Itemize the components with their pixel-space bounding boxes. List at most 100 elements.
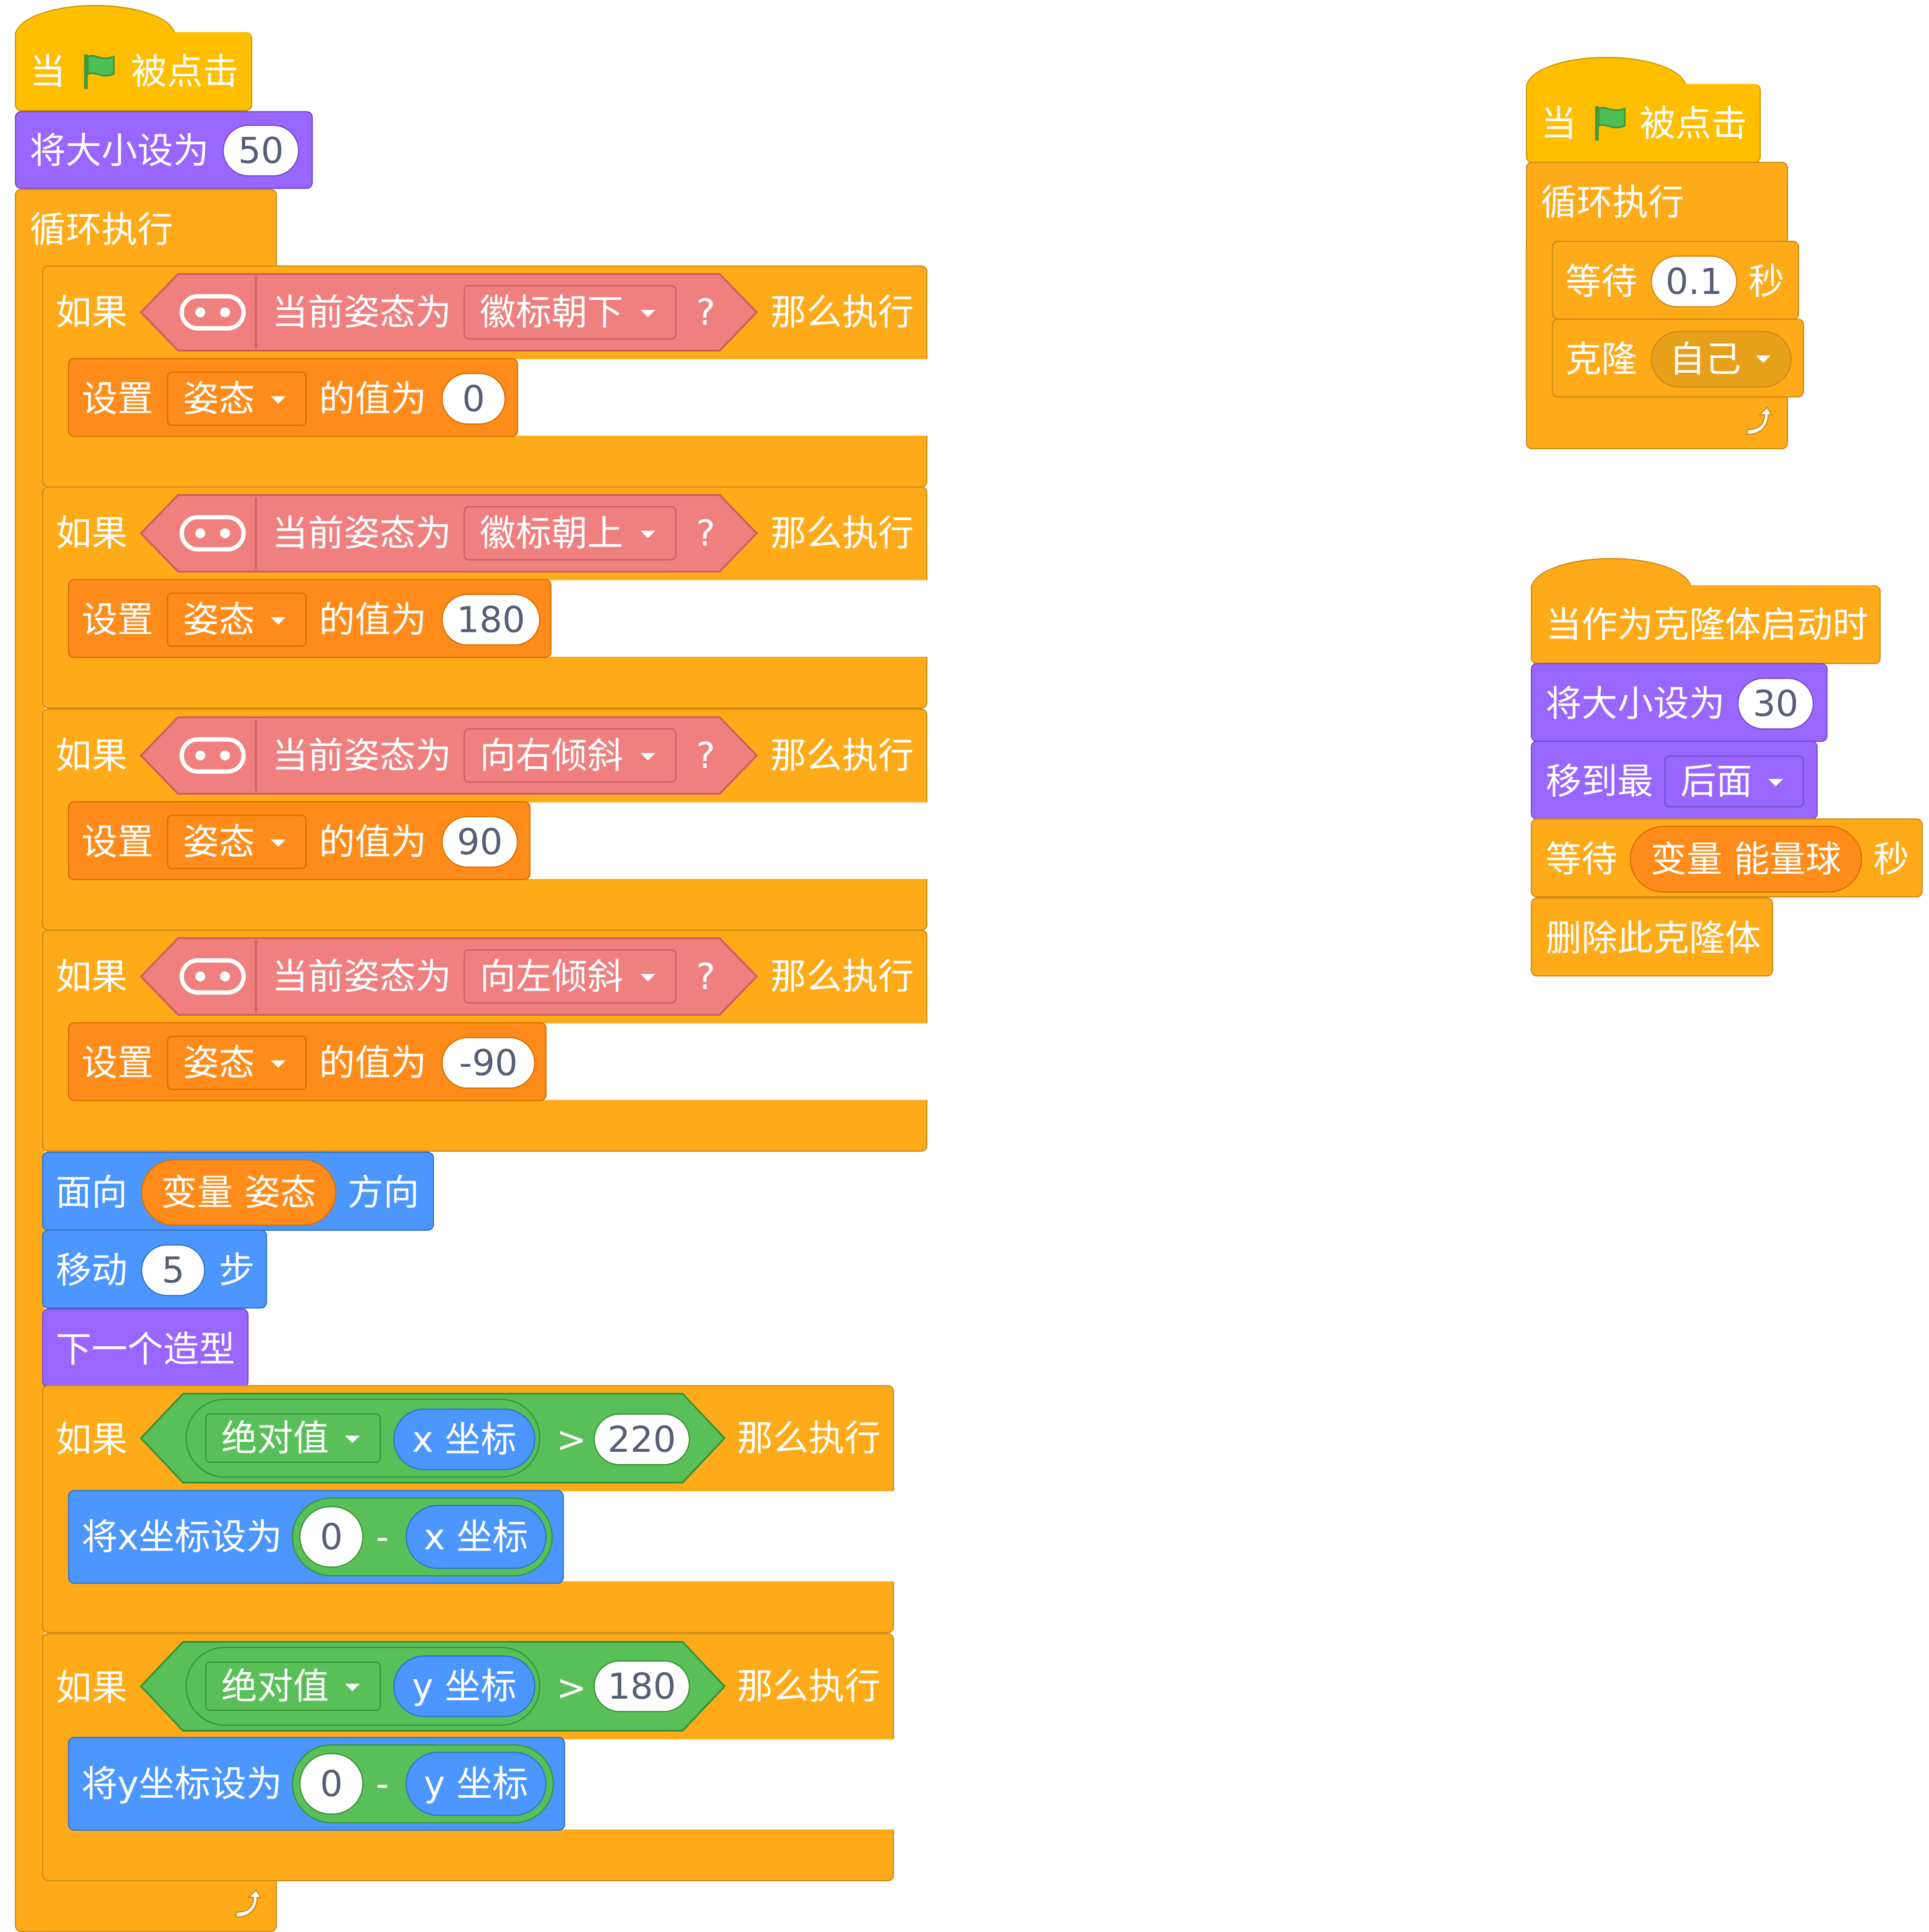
variable-dropdown[interactable]: 姿态 bbox=[167, 1035, 307, 1090]
x-position-reporter[interactable]: x 坐标 bbox=[393, 1409, 536, 1470]
x-limit-input[interactable]: 220 bbox=[593, 1413, 690, 1465]
when-start-as-clone-block[interactable]: 当作为克隆体启动时 bbox=[1531, 585, 1881, 664]
forever-loop-bottom[interactable] bbox=[14, 1880, 277, 1932]
x-position-reporter-inner[interactable]: x 坐标 bbox=[405, 1505, 547, 1569]
move-steps-block[interactable]: 移动 5 步 bbox=[42, 1229, 267, 1309]
if-gesture-arm[interactable] bbox=[42, 577, 72, 660]
abs-function-dropdown[interactable]: 绝对值 bbox=[205, 1413, 381, 1463]
abs-function-label: 绝对值 bbox=[221, 1664, 329, 1707]
layer-dropdown[interactable]: 后面 bbox=[1664, 755, 1804, 808]
y-limit-input[interactable]: 180 bbox=[593, 1660, 690, 1712]
y-position-reporter-inner[interactable]: y 坐标 bbox=[405, 1751, 547, 1816]
variable-value-input[interactable]: 180 bbox=[441, 594, 540, 646]
variable-value-input[interactable]: -90 bbox=[441, 1037, 536, 1089]
when-flag-clicked-block[interactable]: 当 被点击 bbox=[14, 32, 252, 111]
if-gesture-bottom[interactable] bbox=[42, 879, 928, 931]
variable-dropdown[interactable]: 姿态 bbox=[167, 815, 307, 869]
hat-clicked-label: 被点击 bbox=[131, 50, 239, 93]
size-value-input[interactable]: 50 bbox=[222, 124, 299, 177]
variable-energy-ball-reporter[interactable]: 变量 能量球 bbox=[1630, 826, 1862, 893]
set-x-block[interactable]: 将x坐标设为 0 - x 坐标 bbox=[68, 1490, 564, 1584]
wait-block[interactable]: 等待 变量 能量球 秒 bbox=[1531, 818, 1923, 898]
subtract-zero-input[interactable]: 0 bbox=[299, 1753, 364, 1815]
move-suffix: 步 bbox=[219, 1249, 255, 1291]
greater-than-symbol: > bbox=[556, 1666, 587, 1709]
if-gesture-bottom[interactable] bbox=[42, 436, 928, 488]
dropdown-caret-icon bbox=[640, 974, 656, 981]
set-variable-block[interactable]: 设置姿态的值为-90 bbox=[68, 1022, 547, 1101]
gesture-option-dropdown[interactable]: 向左倾斜 bbox=[463, 949, 677, 1004]
if-gesture-bottom[interactable] bbox=[42, 657, 928, 709]
move-steps-input[interactable]: 5 bbox=[141, 1244, 205, 1296]
set-size-block[interactable]: 将大小设为 50 bbox=[14, 111, 313, 189]
if-gesture-bottom[interactable] bbox=[42, 1100, 928, 1152]
next-costume-label: 下一个造型 bbox=[55, 1328, 235, 1371]
if-edge-y-arm[interactable] bbox=[42, 1737, 72, 1833]
dropdown-caret-icon bbox=[270, 839, 286, 847]
forever-loop-arm[interactable] bbox=[14, 264, 45, 1884]
forever-loop-top[interactable]: 循环执行 bbox=[1526, 162, 1788, 243]
gesture-option-dropdown[interactable]: 徽标朝上 bbox=[463, 506, 677, 561]
forever-loop-arm[interactable] bbox=[1526, 239, 1556, 400]
set-size-block[interactable]: 将大小设为 30 bbox=[1531, 663, 1828, 742]
subtract-zero-input[interactable]: 0 bbox=[299, 1506, 364, 1568]
variable-dropdown[interactable]: 姿态 bbox=[167, 371, 307, 426]
gesture-option-dropdown[interactable]: 向右倾斜 bbox=[463, 728, 677, 783]
dropdown-caret-icon bbox=[345, 1683, 360, 1691]
when-flag-clicked-block[interactable]: 当 被点击 bbox=[1526, 84, 1761, 163]
wait-block[interactable]: 等待 0.1 秒 bbox=[1552, 240, 1799, 320]
minus-symbol: - bbox=[376, 1516, 389, 1558]
question-mark: ? bbox=[696, 734, 715, 777]
gesture-option-dropdown[interactable]: 徽标朝下 bbox=[463, 285, 677, 340]
question-mark: ? bbox=[696, 955, 715, 998]
size-value-input[interactable]: 30 bbox=[1737, 678, 1814, 730]
dropdown-caret-icon bbox=[640, 753, 656, 761]
if-label: 如果 bbox=[55, 512, 127, 554]
then-label: 那么执行 bbox=[770, 291, 914, 333]
clone-label: 克隆 bbox=[1565, 338, 1638, 380]
gesture-option-label: 向右倾斜 bbox=[479, 734, 623, 776]
variable-name-label: 姿态 bbox=[183, 820, 255, 862]
if-gesture-arm[interactable] bbox=[42, 800, 72, 882]
forever-loop-bottom[interactable] bbox=[1526, 396, 1788, 450]
microbit-icon bbox=[179, 958, 246, 995]
then-label: 那么执行 bbox=[770, 734, 914, 777]
if-edge-x-arm[interactable] bbox=[42, 1488, 72, 1585]
dropdown-caret-icon bbox=[270, 1060, 286, 1068]
dropdown-caret-icon bbox=[270, 617, 286, 625]
dropdown-caret-icon bbox=[345, 1435, 360, 1443]
delete-clone-block[interactable]: 删除此克隆体 bbox=[1531, 897, 1773, 977]
to-label: 的值为 bbox=[319, 1042, 427, 1084]
y-position-reporter[interactable]: y 坐标 bbox=[393, 1655, 536, 1717]
create-clone-block[interactable]: 克隆 自己 bbox=[1552, 318, 1804, 398]
clone-target-dropdown[interactable]: 自己 bbox=[1651, 331, 1792, 388]
go-to-layer-block[interactable]: 移到最 后面 bbox=[1531, 740, 1818, 820]
microbit-icon bbox=[179, 294, 246, 331]
wait-seconds-input[interactable]: 0.1 bbox=[1651, 255, 1738, 308]
variable-value-input[interactable]: 90 bbox=[441, 816, 518, 868]
wait-label: 等待 bbox=[1565, 260, 1638, 303]
to-label: 的值为 bbox=[319, 821, 427, 863]
next-costume-block[interactable]: 下一个造型 bbox=[42, 1308, 249, 1388]
dropdown-caret-icon bbox=[1768, 779, 1783, 786]
variable-value-input[interactable]: 0 bbox=[441, 373, 506, 425]
point-in-direction-block[interactable]: 面向 变量 姿态 方向 bbox=[42, 1152, 434, 1231]
variable-posture-reporter[interactable]: 变量 姿态 bbox=[141, 1159, 336, 1226]
layer-option-label: 后面 bbox=[1680, 760, 1753, 802]
abs-function-dropdown[interactable]: 绝对值 bbox=[205, 1662, 381, 1711]
if-edge-x-bottom[interactable] bbox=[42, 1581, 894, 1634]
set-y-block[interactable]: 将y坐标设为 0 - y 坐标 bbox=[68, 1737, 565, 1831]
gesture-sensor-label: 当前姿态为 bbox=[272, 734, 451, 777]
if-gesture-arm[interactable] bbox=[42, 1021, 72, 1103]
hat-clicked-label: 被点击 bbox=[1640, 102, 1748, 145]
question-mark: ? bbox=[696, 291, 715, 333]
forever-loop-top[interactable]: 循环执行 bbox=[14, 189, 277, 268]
hat-when-label: 当 bbox=[29, 50, 66, 93]
variable-dropdown[interactable]: 姿态 bbox=[167, 592, 307, 647]
green-flag-icon bbox=[84, 54, 115, 89]
if-edge-y-bottom[interactable] bbox=[42, 1829, 894, 1882]
if-gesture-arm[interactable] bbox=[42, 357, 72, 439]
